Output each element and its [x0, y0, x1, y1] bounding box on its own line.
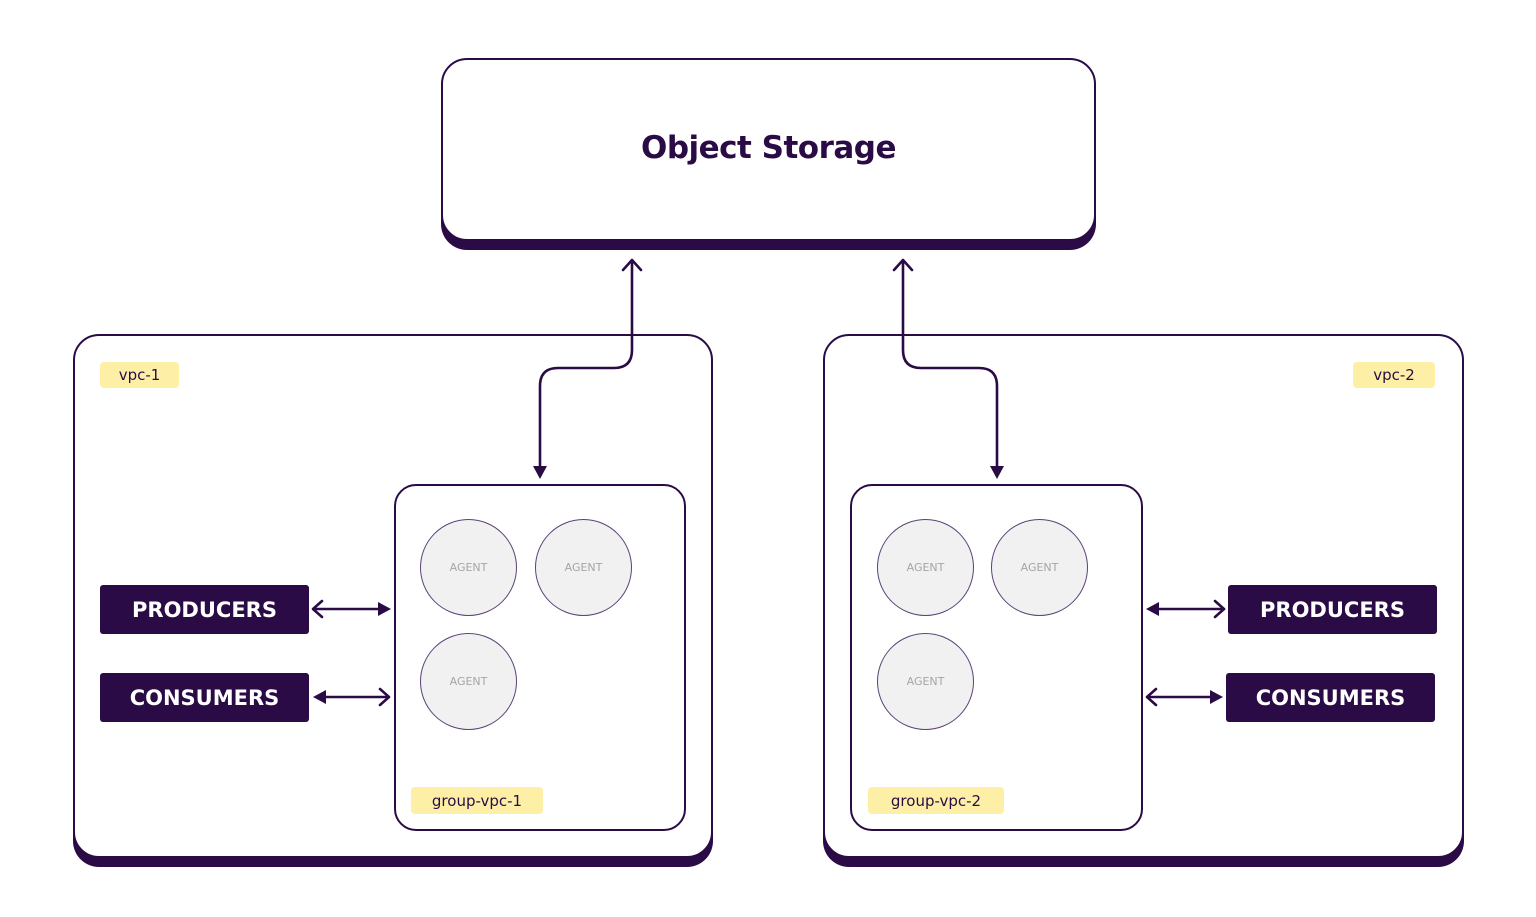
- agent-node: AGENT: [535, 519, 632, 616]
- agent-node: AGENT: [420, 633, 517, 730]
- consumers-box-vpc-2: CONSUMERS: [1226, 673, 1435, 722]
- agent-node: AGENT: [877, 633, 974, 730]
- producers-box-vpc-2: PRODUCERS: [1228, 585, 1437, 634]
- object-storage-box: Object Storage: [441, 58, 1096, 241]
- open-arrowhead-icon: [621, 258, 643, 272]
- group-vpc-2-tag: group-vpc-2: [868, 787, 1004, 814]
- producers-box-vpc-1: PRODUCERS: [100, 585, 309, 634]
- agent-node: AGENT: [877, 519, 974, 616]
- agent-node: AGENT: [420, 519, 517, 616]
- agent-node: AGENT: [991, 519, 1088, 616]
- vpc-1-tag: vpc-1: [100, 362, 179, 388]
- group-vpc-1-tag: group-vpc-1: [411, 787, 543, 814]
- object-storage-title: Object Storage: [640, 130, 897, 166]
- consumers-box-vpc-1: CONSUMERS: [100, 673, 309, 722]
- open-arrowhead-icon: [892, 258, 914, 272]
- vpc-2-tag: vpc-2: [1353, 362, 1435, 388]
